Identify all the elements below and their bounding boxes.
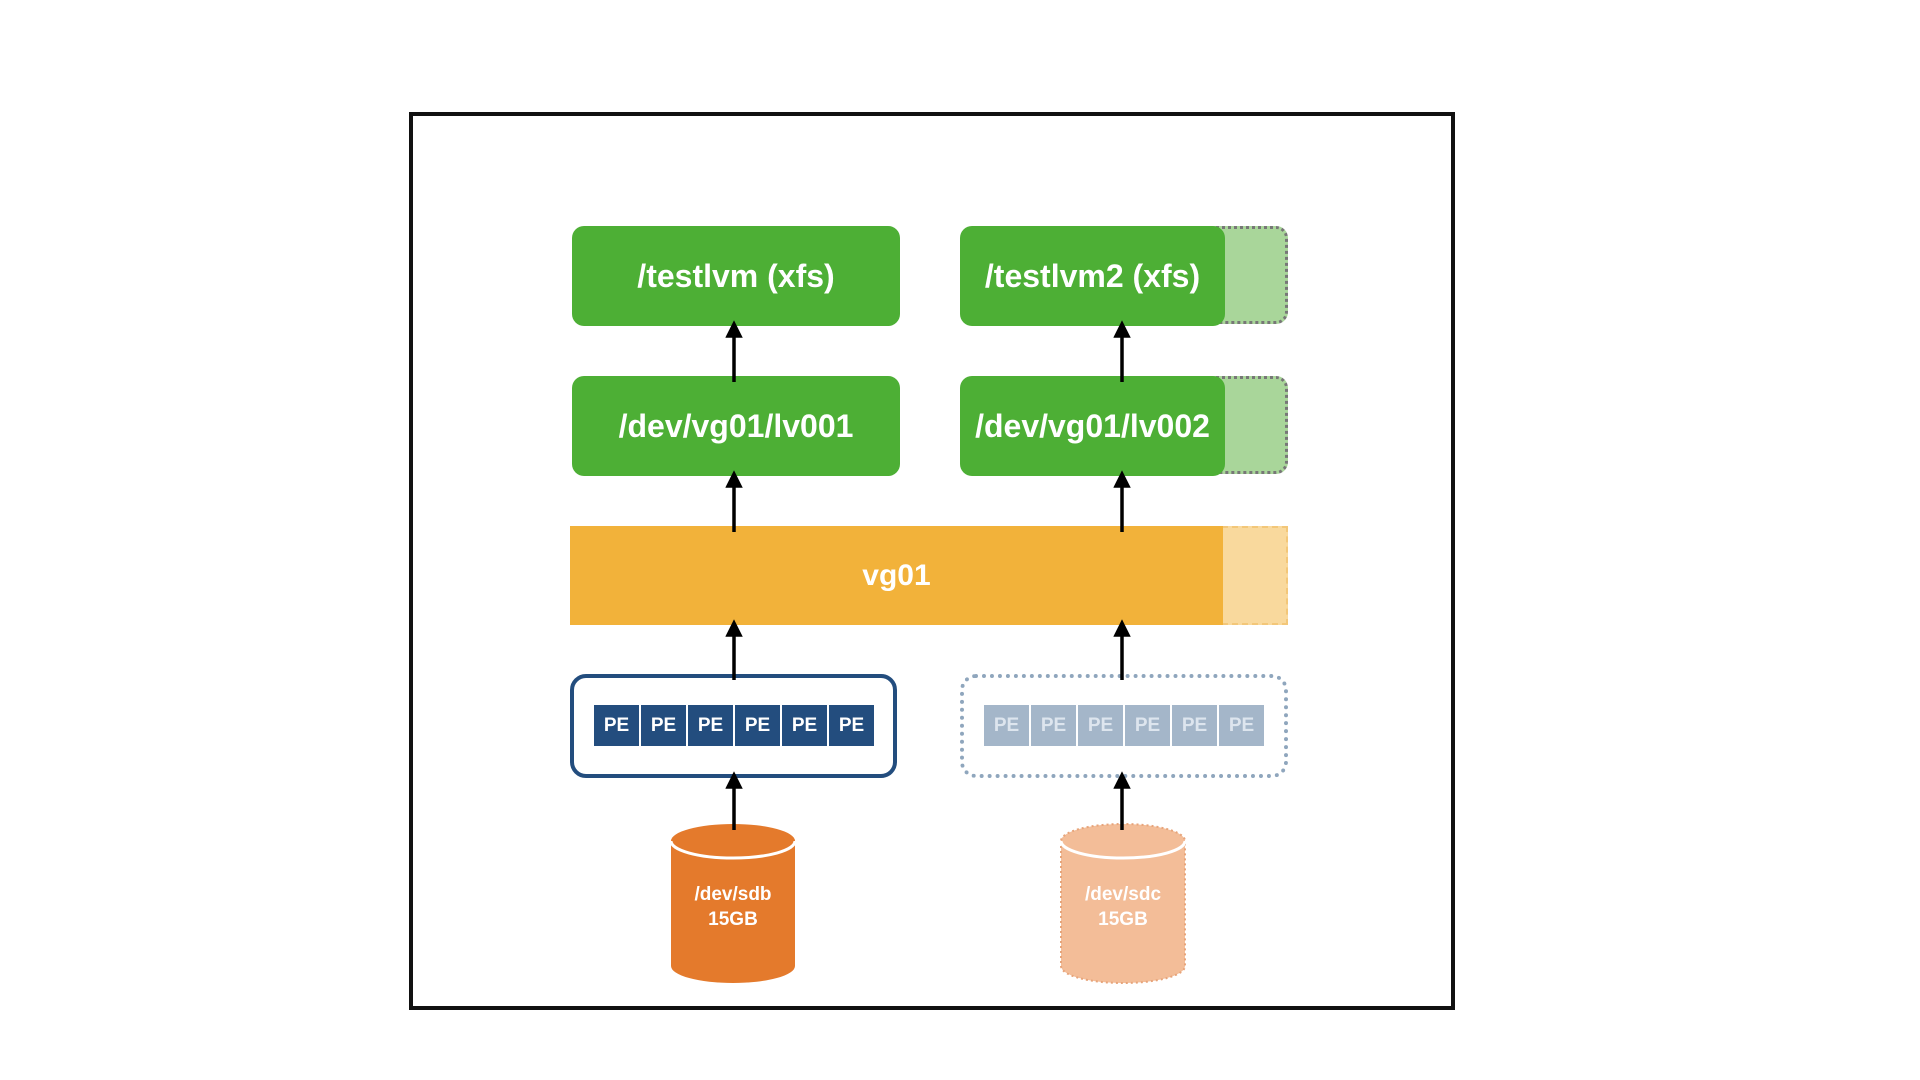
pe-block: PE xyxy=(688,705,733,746)
diagram-frame xyxy=(409,112,1455,1010)
lv001-label: /dev/vg01/lv001 xyxy=(618,407,854,444)
vg01-extension xyxy=(1222,526,1288,625)
disk-sdb-size: 15GB xyxy=(708,909,758,930)
pv-sdb-extents: PE PE PE PE PE PE xyxy=(594,705,876,746)
disk-sdc-size: 15GB xyxy=(1098,909,1148,930)
pe-block: PE xyxy=(641,705,686,746)
vg01-label: vg01 xyxy=(862,558,931,592)
disk-sdb-label: /dev/sdb 15GB xyxy=(671,882,795,932)
pe-block: PE xyxy=(1125,705,1170,746)
lv002-label: /dev/vg01/lv002 xyxy=(975,407,1210,444)
pe-block: PE xyxy=(735,705,780,746)
pe-block: PE xyxy=(829,705,874,746)
filesystem-testlvm2-label: /testlvm2 (xfs) xyxy=(984,257,1201,294)
filesystem-testlvm-box: /testlvm (xfs) xyxy=(572,226,900,326)
lv001-box: /dev/vg01/lv001 xyxy=(572,376,900,476)
pe-block: PE xyxy=(1031,705,1076,746)
pe-block: PE xyxy=(1078,705,1123,746)
disk-sdc-name: /dev/sdc xyxy=(1084,884,1162,905)
disk-sdb-icon xyxy=(669,824,797,983)
filesystem-testlvm2-box: /testlvm2 (xfs) xyxy=(960,226,1225,326)
pe-block: PE xyxy=(594,705,639,746)
pe-block: PE xyxy=(984,705,1029,746)
filesystem-testlvm-label: /testlvm (xfs) xyxy=(637,257,835,294)
disk-sdb-name: /dev/sdb xyxy=(694,884,772,905)
disk-sdc-label: /dev/sdc 15GB xyxy=(1061,882,1185,932)
disk-sdc-icon xyxy=(1059,823,1187,984)
pv-sdc-extents: PE PE PE PE PE PE xyxy=(984,705,1266,746)
vg01-box: vg01 xyxy=(570,526,1223,625)
lv002-box: /dev/vg01/lv002 xyxy=(960,376,1225,476)
pe-block: PE xyxy=(1219,705,1264,746)
pe-block: PE xyxy=(1172,705,1217,746)
pe-block: PE xyxy=(782,705,827,746)
